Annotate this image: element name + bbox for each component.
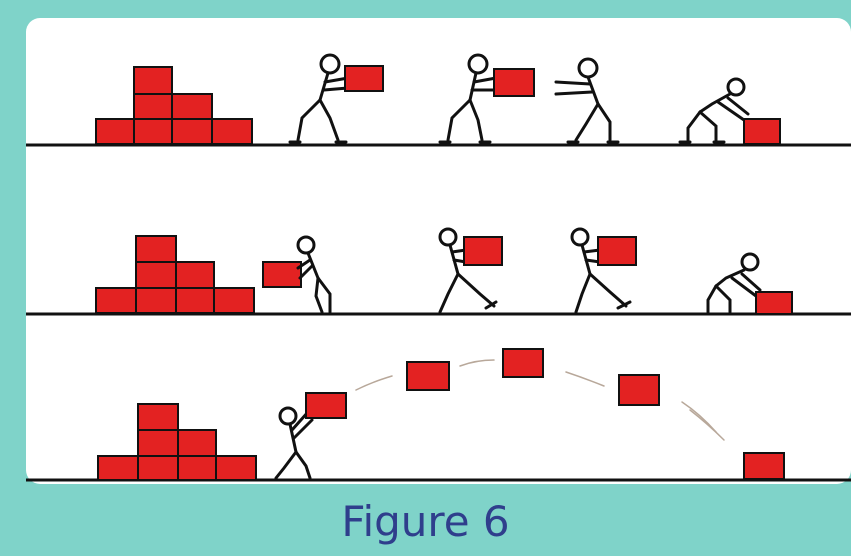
row-2 [26,227,851,316]
stick-figure [678,77,750,144]
red-box [463,236,503,266]
red-box [618,374,660,406]
row-3 [26,348,851,482]
red-box [406,361,450,391]
row-1 [26,53,851,147]
box-pyramid [95,235,255,314]
stick-figure [554,57,620,144]
red-box [743,452,785,480]
stick-figure [274,406,314,480]
box-pyramid [95,66,253,145]
stick-figure [706,252,762,314]
red-box [344,65,384,92]
red-box [502,348,544,378]
red-box [597,236,637,266]
red-box [743,118,781,145]
red-box [493,68,535,97]
stick-figure [288,53,350,144]
figure-caption: Figure 6 [341,497,510,546]
stick-figure [296,235,332,314]
red-box [262,261,302,288]
stick-figure [438,53,498,144]
red-box [305,392,347,419]
box-pyramid [97,403,257,481]
red-box [755,291,793,315]
motion-marks [355,359,725,441]
